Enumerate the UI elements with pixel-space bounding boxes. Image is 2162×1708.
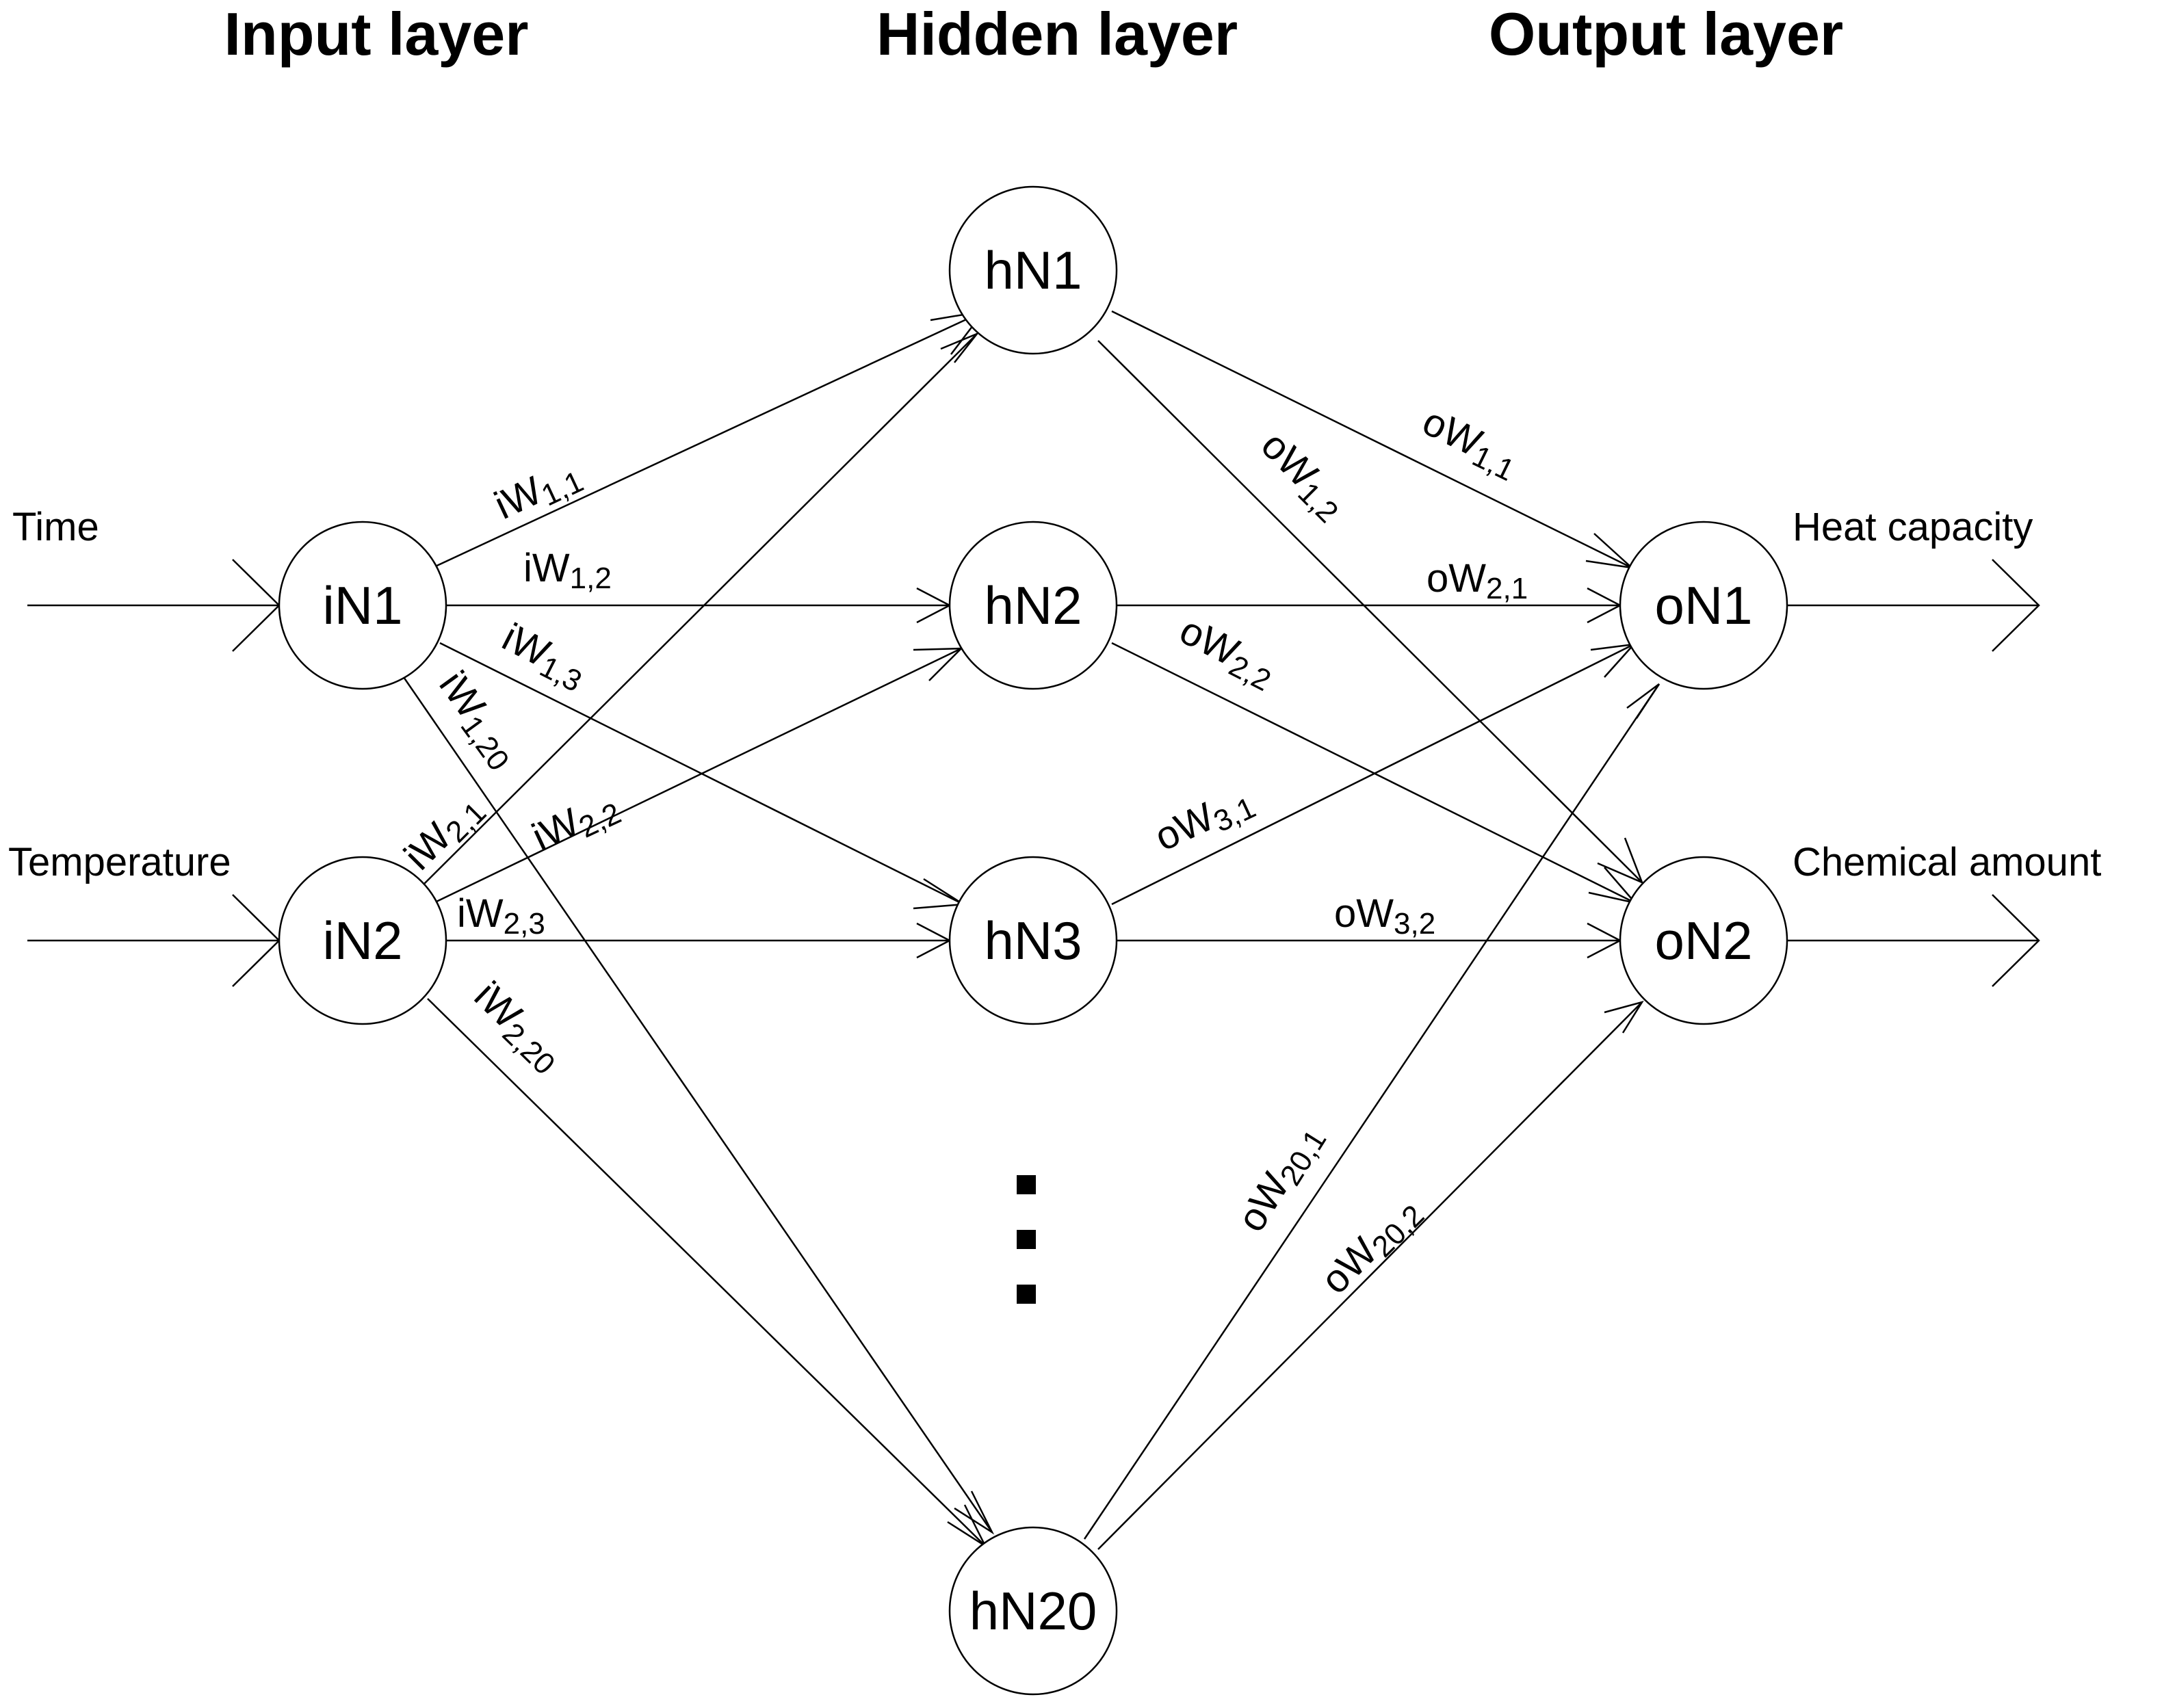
weight-label-ow21: oW2,1 xyxy=(1427,556,1528,605)
node-label-hN1: hN1 xyxy=(984,240,1082,300)
edge-iN1-hN20 xyxy=(402,676,993,1533)
weight-label-iw21: iW2,1 xyxy=(395,785,493,882)
input-layer-title: Input layer xyxy=(224,0,529,68)
output-layer-title: Output layer xyxy=(1489,0,1843,68)
hidden-layer-title: Hidden layer xyxy=(876,0,1238,68)
node-label-hN2: hN2 xyxy=(984,575,1082,635)
weight-label-iw220: iW2,20 xyxy=(463,973,572,1081)
weight-label-ow31: oW3,1 xyxy=(1148,776,1261,864)
input-label-temperature: Temperature xyxy=(8,840,231,884)
edge-hN3-oN1 xyxy=(1111,643,1634,906)
ellipsis-dot xyxy=(1017,1285,1036,1304)
hidden-node-hN20: hN20 xyxy=(948,1526,1118,1696)
arrowhead-hN20-a xyxy=(954,1490,995,1535)
arrowhead-oN1-a xyxy=(1585,533,1634,569)
weight-label-ow11: oW1,1 xyxy=(1414,399,1526,488)
output-label-heat-capacity: Heat capacity xyxy=(1793,505,2033,549)
ellipsis-dots xyxy=(1017,1175,1036,1304)
node-label-oN2: oN2 xyxy=(1654,910,1752,971)
weight-label-ow201: oW20,1 xyxy=(1229,1116,1333,1242)
edge-hN1-oN2 xyxy=(1097,340,1643,883)
output-arrowhead-chemical-amount xyxy=(1992,894,2040,987)
weight-label-iw23: iW2,3 xyxy=(457,891,545,941)
hidden-node-hN2: hN2 xyxy=(948,521,1118,690)
weight-label-ow32: oW3,2 xyxy=(1334,891,1435,941)
edge-iN2-hN20 xyxy=(427,998,986,1547)
input-label-time: Time xyxy=(12,505,99,549)
edge-iN2-hN2 xyxy=(436,647,962,903)
edge-hN20-oN2 xyxy=(1097,1001,1643,1550)
ellipsis-dot xyxy=(1017,1230,1036,1249)
connections xyxy=(27,310,2040,1550)
weight-label-ow12: oW1,2 xyxy=(1249,423,1356,529)
edge-hN2-oN2 xyxy=(1111,642,1636,904)
arrowhead-oN2-b xyxy=(1588,867,1638,905)
weight-label-iw12: iW1,2 xyxy=(523,546,612,595)
output-arrowhead-heat-capacity xyxy=(1992,559,2040,652)
node-label-hN20: hN20 xyxy=(969,1581,1097,1641)
node-label-oN1: oN1 xyxy=(1654,575,1752,635)
arrowhead-oN1-d xyxy=(1626,683,1660,719)
hidden-node-hN3: hN3 xyxy=(948,856,1118,1025)
output-node-oN1: oN1 xyxy=(1619,521,1788,690)
edge-iN2-hN1 xyxy=(418,333,978,890)
arrowhead-oN2-d xyxy=(1604,1000,1644,1034)
weight-label-iw11: iW1,1 xyxy=(488,450,588,532)
input-node-iN2: iN2 xyxy=(278,856,447,1025)
input-node-iN1: iN1 xyxy=(278,521,447,690)
ellipsis-dot xyxy=(1017,1175,1036,1194)
edge-iN1-hN1 xyxy=(432,310,985,569)
arrowhead-oN2-a xyxy=(1597,837,1644,884)
hidden-node-hN1: hN1 xyxy=(948,185,1118,355)
weight-label-ow22: oW2,2 xyxy=(1171,608,1284,698)
node-label-hN3: hN3 xyxy=(984,910,1082,971)
arrowhead-hN1-b xyxy=(940,332,980,363)
edge-hN20-oN1 xyxy=(1083,683,1660,1540)
arrowhead-oN1-c xyxy=(1590,643,1637,678)
weight-label-iw13: iW1,3 xyxy=(493,615,594,699)
node-label-iN1: iN1 xyxy=(322,575,402,635)
output-node-oN2: oN2 xyxy=(1619,856,1788,1025)
weight-label-iw22: iW2,2 xyxy=(525,782,626,864)
output-label-chemical-amount: Chemical amount xyxy=(1793,840,2101,884)
edge-hN1-oN1 xyxy=(1111,310,1632,569)
arrowhead-hN2-b xyxy=(913,647,964,681)
node-label-iN2: iN2 xyxy=(322,910,402,971)
weight-label-ow202: oW20,2 xyxy=(1312,1187,1431,1306)
